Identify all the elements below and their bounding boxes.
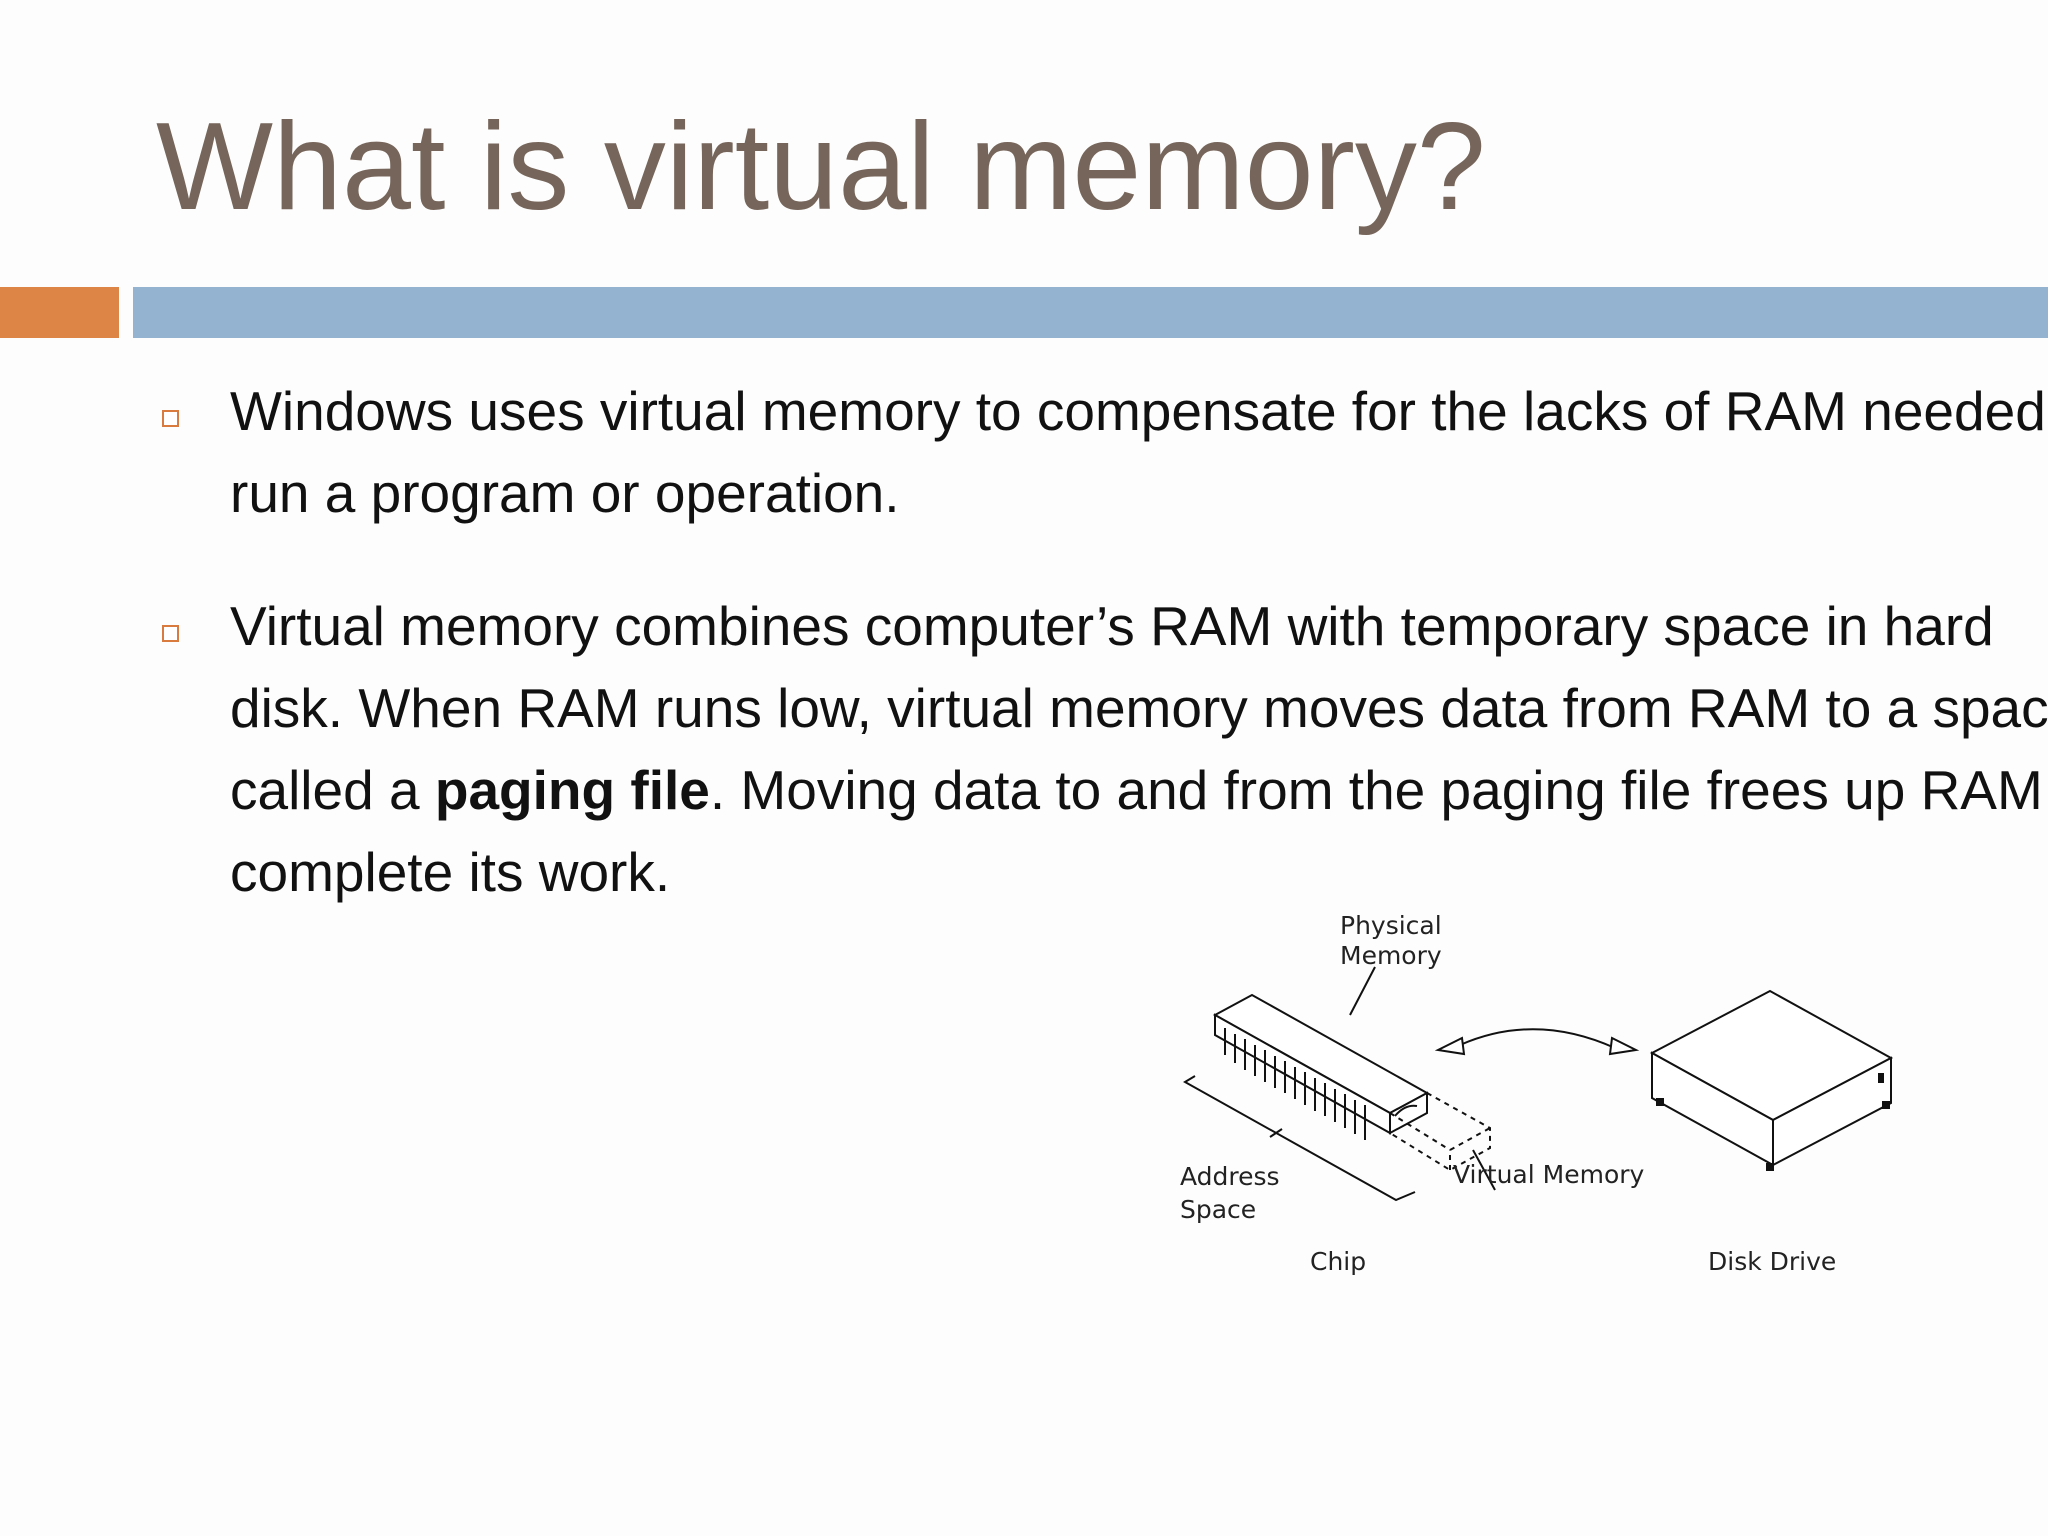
disk-drive-label: Disk Drive [1708, 1247, 1836, 1276]
disk-drive-icon [1649, 989, 1894, 1171]
slide-title: What is virtual memory? [156, 98, 1486, 236]
virtual-memory-label: Virtual Memory [1453, 1160, 1645, 1189]
physical-memory-label-line2: Memory [1340, 941, 1442, 970]
bullet-text-2-start: Virtual memory combines computer’s RAM w… [230, 595, 2048, 821]
address-space-plane [1183, 1075, 1416, 1202]
address-space-label-line2: Space [1180, 1195, 1256, 1224]
title-divider-bar [133, 287, 2048, 338]
memory-chip-icon [1212, 993, 1430, 1140]
accent-bar [0, 287, 119, 338]
exchange-arrow-icon [1434, 1028, 1640, 1056]
square-bullet-icon [162, 410, 179, 427]
chip-label: Chip [1310, 1247, 1366, 1276]
virtual-memory-diagram: Physical Memory Address Space Virtual Me… [1180, 911, 1894, 1276]
physical-memory-label-line1: Physical [1340, 911, 1442, 940]
virtual-memory-region [1389, 1092, 1491, 1172]
bullet-text-2-end: . Moving data to and from the paging fil… [230, 759, 2048, 903]
bullet-text-2: Virtual memory combines computer’s RAM w… [230, 585, 2048, 913]
paging-file-term: paging file [434, 759, 710, 821]
address-space-label-line1: Address [1180, 1162, 1280, 1191]
square-bullet-icon [162, 625, 179, 642]
bullet-text-1: Windows uses virtual memory to compensat… [230, 380, 2048, 524]
